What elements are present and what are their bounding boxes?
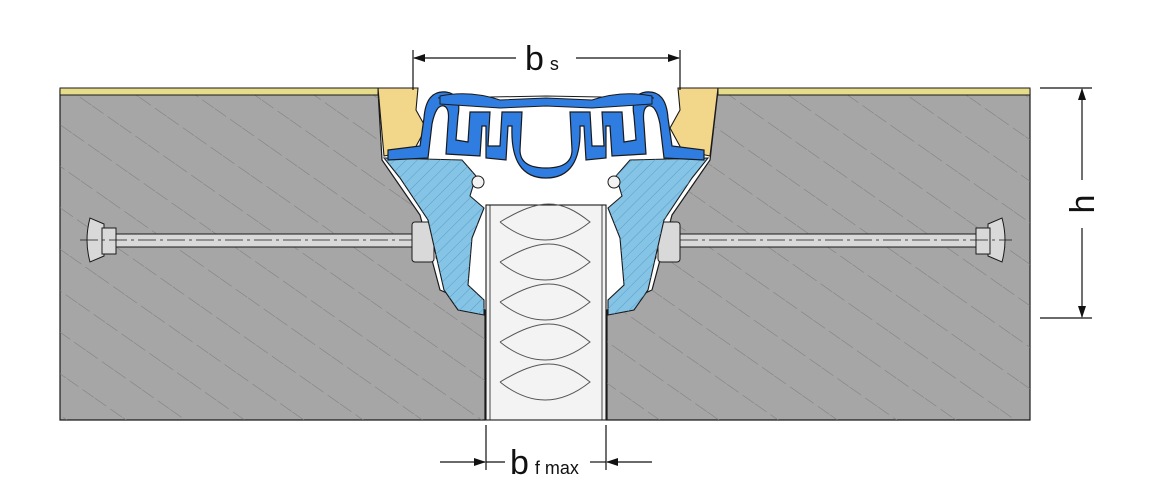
concrete-left bbox=[59, 89, 486, 421]
sealant-right bbox=[669, 87, 719, 157]
h-label: h bbox=[1064, 195, 1102, 214]
profile-right bbox=[607, 157, 710, 316]
joint-filler bbox=[485, 203, 607, 421]
elastomer-seal bbox=[387, 91, 705, 179]
profile-left bbox=[382, 157, 485, 316]
dimension-h: h bbox=[1040, 87, 1102, 319]
concrete-right bbox=[606, 89, 1031, 421]
surface-layer-left bbox=[59, 87, 379, 96]
surface-layer-right bbox=[717, 87, 1031, 96]
